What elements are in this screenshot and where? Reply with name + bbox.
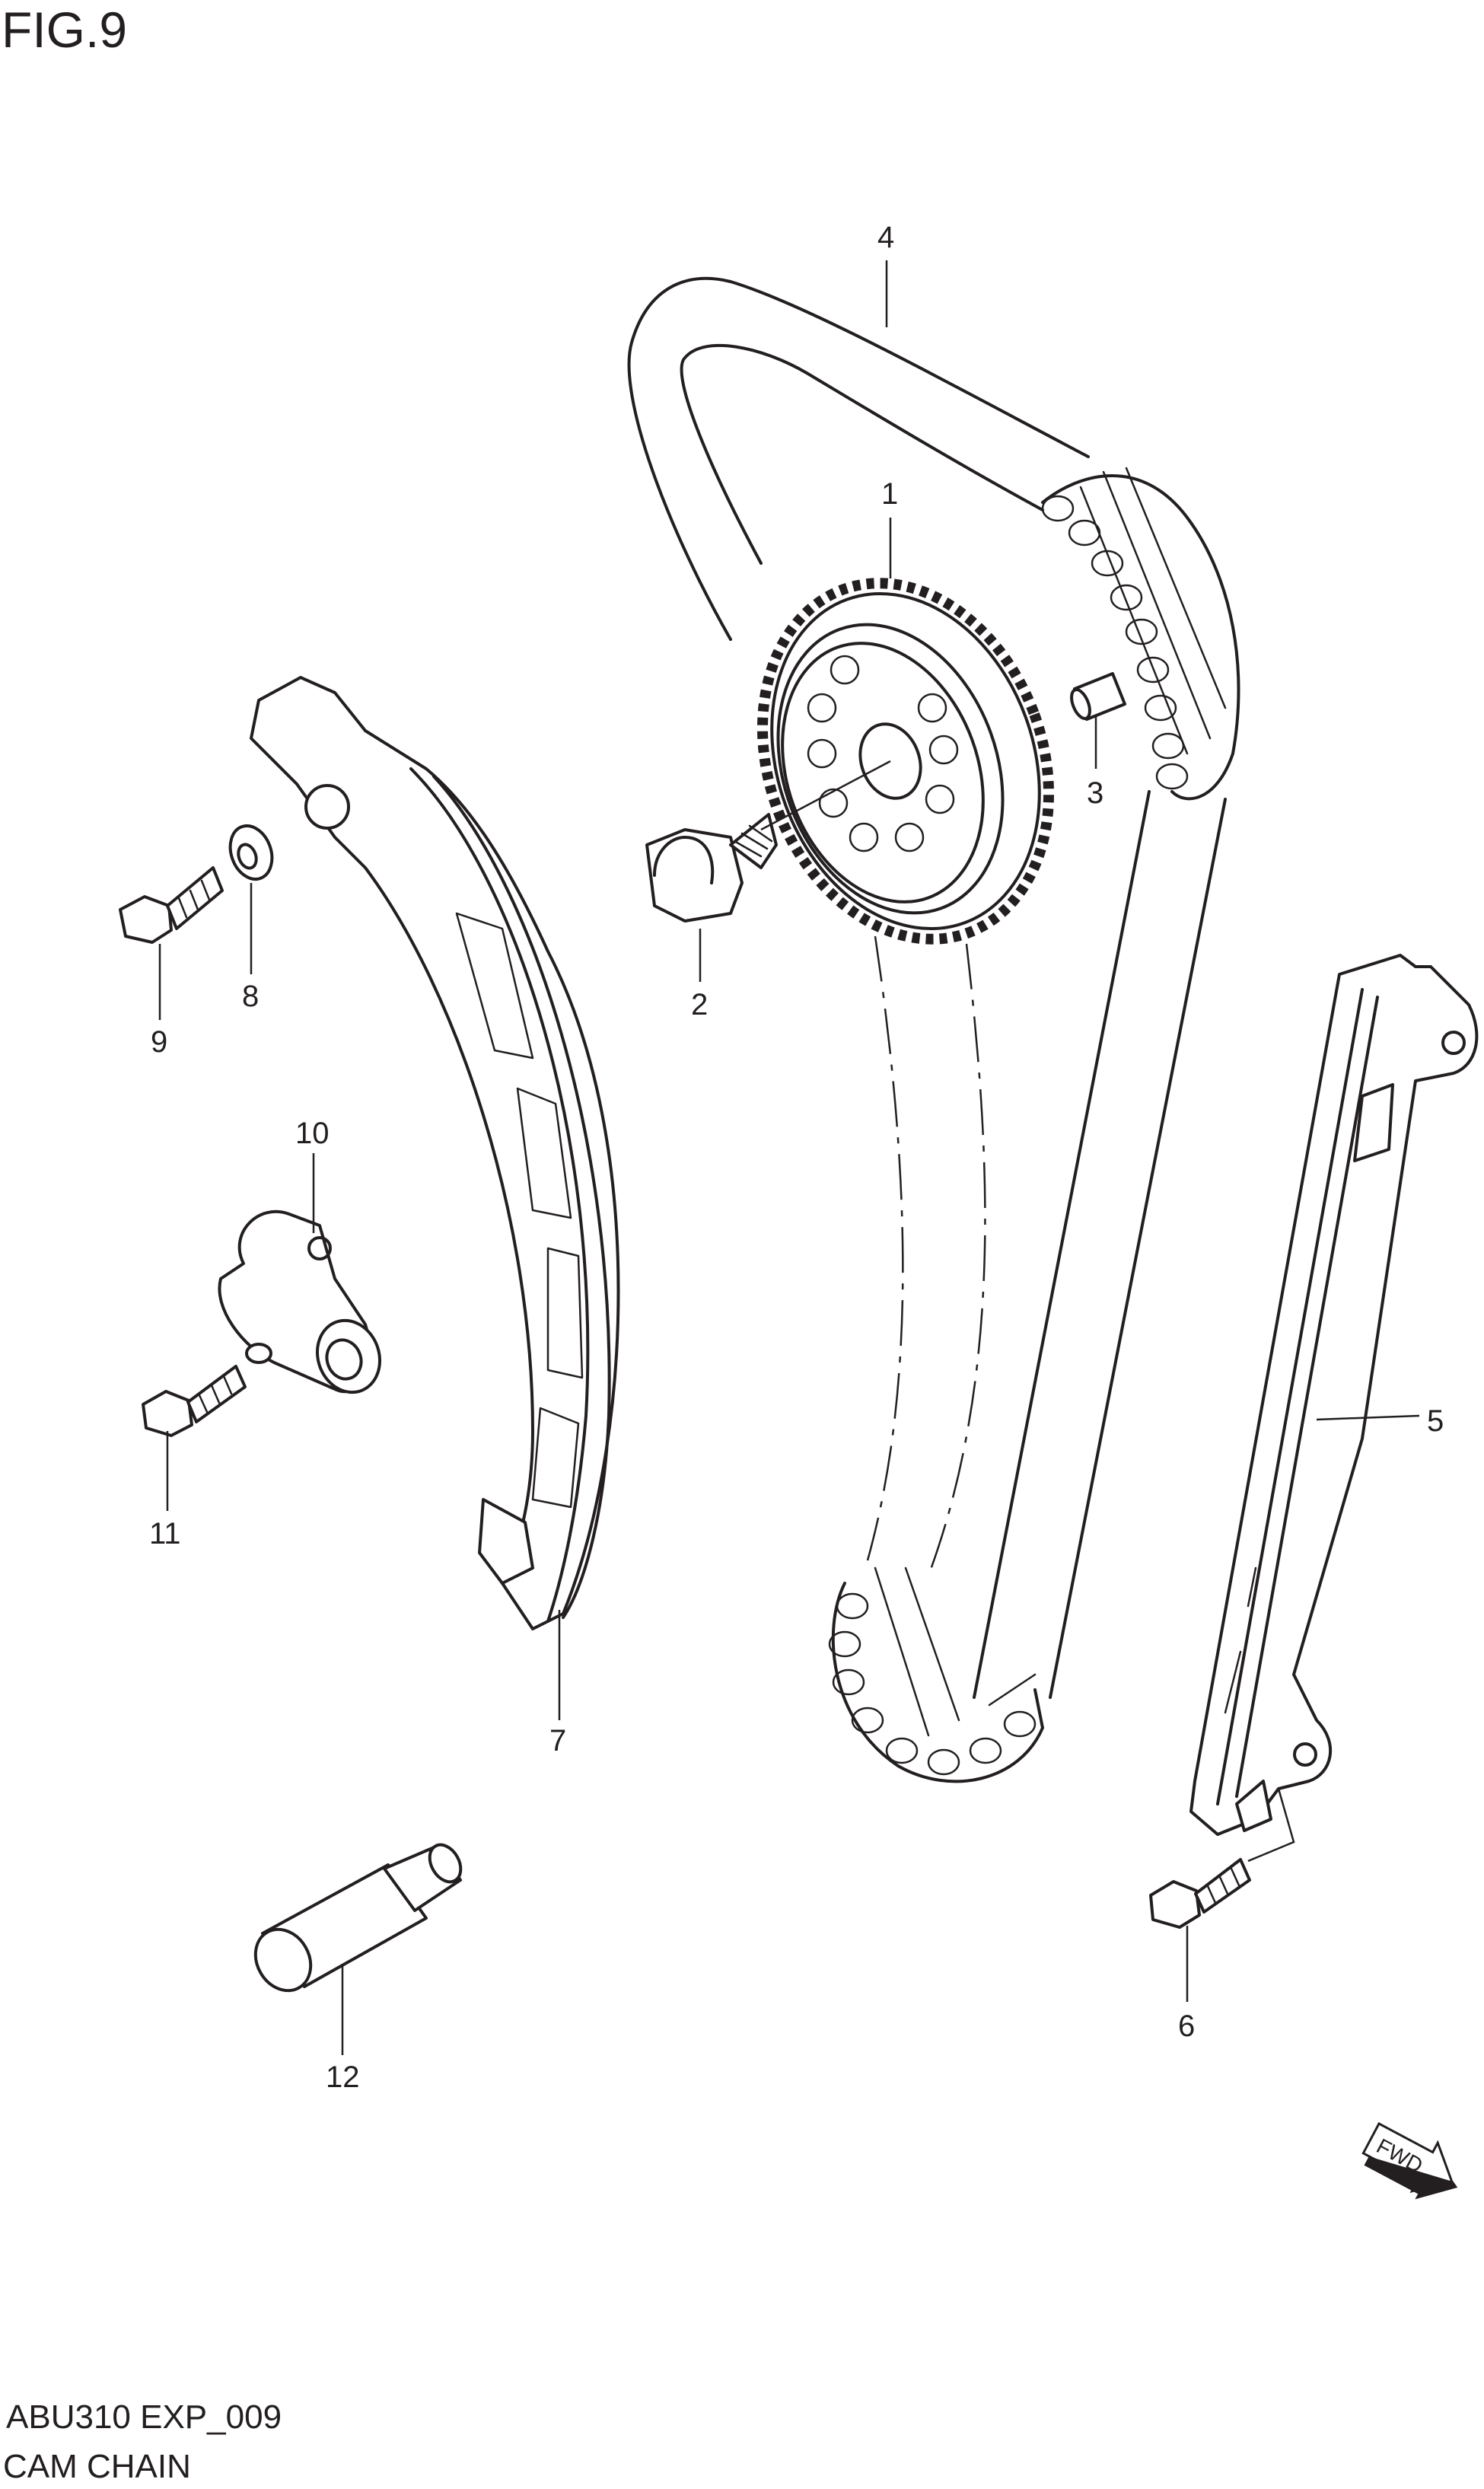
callout-1: 1 <box>881 477 898 511</box>
callout-4: 4 <box>877 221 894 254</box>
callout-8: 8 <box>242 980 259 1013</box>
chain-guide <box>1189 954 1479 1836</box>
figure-label: FIG.9 <box>2 2 127 58</box>
chain-links-lower <box>828 1566 1044 1783</box>
fwd-arrow-icon: FWD <box>1361 2121 1458 2200</box>
callout-12: 12 <box>326 2060 360 2094</box>
leader-lines <box>158 260 1420 2055</box>
cam-sprocket <box>756 578 1055 945</box>
tensioner-guide <box>250 676 620 1630</box>
callout-6: 6 <box>1178 2009 1195 2043</box>
callout-9: 9 <box>151 1025 167 1059</box>
sprocket-holes <box>807 655 959 853</box>
dowel-pin <box>1070 672 1126 721</box>
diagram-code: ABU310 EXP_009 <box>6 2398 282 2436</box>
callout-3: 3 <box>1087 776 1103 810</box>
cam-chain <box>627 276 1240 1783</box>
callout-5: 5 <box>1427 1404 1444 1438</box>
tensioner-plunger <box>253 1843 463 1993</box>
callout-10: 10 <box>295 1117 330 1150</box>
diagram-title: CAM CHAIN <box>3 2448 191 2485</box>
sprocket-bolt <box>645 813 778 923</box>
callout-7: 7 <box>549 1724 566 1758</box>
callout-2: 2 <box>691 988 708 1021</box>
callouts: 1 2 3 4 5 6 7 8 9 10 11 12 <box>149 221 1444 2094</box>
adjuster-bolt <box>142 1365 247 1437</box>
washer <box>228 824 274 881</box>
chain-links-upper <box>1041 467 1240 801</box>
pivot-bolt <box>119 866 224 944</box>
callout-11: 11 <box>149 1517 181 1550</box>
tensioner-adjuster <box>218 1209 382 1394</box>
guide-bolt <box>1149 1858 1251 1929</box>
